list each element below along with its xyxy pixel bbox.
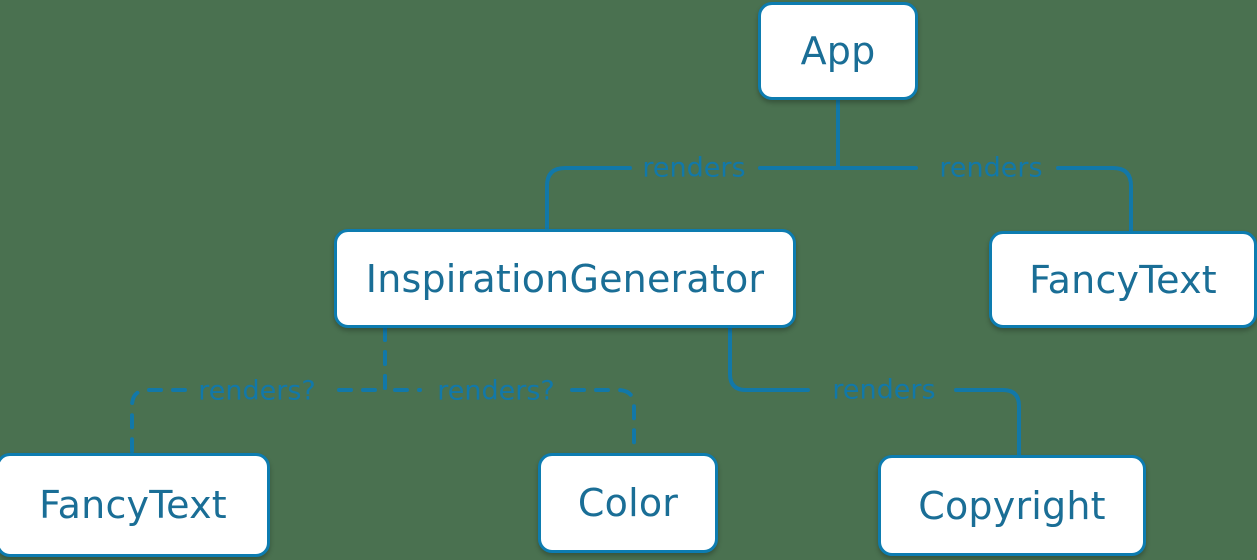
node-fancytext-right[interactable]: FancyText <box>989 231 1257 328</box>
edge-label-inspirationgenerator-copyright: renders <box>832 374 936 406</box>
node-app[interactable]: App <box>758 2 918 100</box>
node-app-label: App <box>800 29 876 73</box>
node-fancytext-right-label: FancyText <box>1029 257 1217 302</box>
node-fancytext-bottom[interactable]: FancyText <box>0 453 270 557</box>
edge-app-to-fancytext-right <box>836 98 1133 233</box>
edge-label-app-inspirationgenerator: renders <box>642 152 746 184</box>
edge-label-inspirationgenerator-fancytext-bottom: renders? <box>198 375 316 407</box>
node-color[interactable]: Color <box>538 453 718 553</box>
edge-label-app-fancytext-right: renders <box>939 152 1043 184</box>
edge-label-inspirationgenerator-color: renders? <box>437 375 555 407</box>
node-fancytext-bottom-label: FancyText <box>39 483 227 527</box>
node-inspirationgenerator-label: InspirationGenerator <box>365 256 765 301</box>
node-copyright-label: Copyright <box>918 483 1106 528</box>
node-inspirationgenerator[interactable]: InspirationGenerator <box>334 229 796 328</box>
edge-inspirationgenerator-to-copyright <box>728 326 1021 457</box>
node-copyright[interactable]: Copyright <box>878 455 1146 556</box>
node-color-label: Color <box>577 481 679 525</box>
edge-inspirationgenerator-to-color <box>383 326 636 455</box>
